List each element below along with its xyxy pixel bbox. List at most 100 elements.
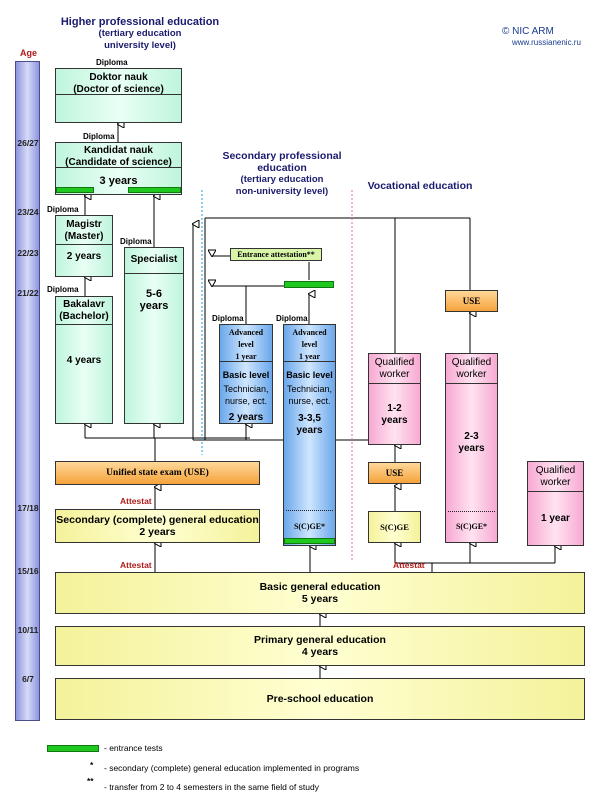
primary-general-title: Primary general education [254, 634, 386, 646]
magistr-title: Magistr [66, 219, 102, 230]
worker-label: worker [540, 477, 571, 488]
technician-label-2: nurse, ect. [288, 396, 331, 406]
qualified-worker-box-1: Qualified worker 1-2 years [368, 353, 421, 445]
kandidat-title: Kandidat nauk [84, 145, 153, 156]
entrance-attestation-box: Entrance attestation** [230, 248, 322, 261]
qw2-years-unit: years [458, 443, 485, 454]
specialist-title: Specialist [130, 254, 178, 265]
attestat-label: Attestat [120, 496, 152, 506]
entrance-test-bar [56, 187, 94, 193]
technician-label: Technician, [286, 384, 333, 394]
entrance-test-bar [284, 281, 334, 288]
secondary-general-box: Secondary (complete) general education 2… [55, 509, 260, 543]
doktor-subtitle: (Doctor of science) [73, 84, 164, 95]
basic-general-title: Basic general education [259, 581, 381, 593]
advanced-level-label: level [301, 340, 318, 349]
technician-years: 2 years [228, 412, 264, 423]
doktor-nauk-box: Doktor nauk (Doctor of science) [55, 68, 182, 123]
kandidat-subtitle: (Candidate of science) [65, 157, 172, 168]
basic-level-label: Basic level [286, 370, 333, 380]
bakalavr-title: Bakalavr [63, 299, 105, 310]
age-mark: 21/22 [17, 288, 39, 298]
use-box-vocational-top: USE [445, 290, 498, 312]
higher-sub2: university level) [104, 40, 176, 51]
age-bar [15, 61, 40, 721]
advanced-years: 1 year [235, 352, 257, 361]
diploma-label: Diploma [212, 314, 244, 323]
qualified-worker-box-2: Qualified worker 2-3 years S(C)GE* [445, 353, 498, 543]
age-mark: 26/27 [17, 138, 39, 148]
magistr-box: Magistr (Master) 2 years [55, 215, 113, 277]
basic-level-label: Basic level [222, 370, 270, 380]
higher-title: Higher professional education [60, 16, 220, 28]
advanced-label: Advanced [292, 328, 327, 337]
age-mark: 17/18 [17, 503, 39, 513]
qw1-years: 1-2 [387, 403, 402, 414]
higher-heading: Higher professional education (tertiary … [50, 16, 230, 52]
diploma-label: Diploma [83, 132, 115, 141]
qualified-label: Qualified [374, 357, 415, 368]
bakalavr-years: 4 years [66, 355, 102, 366]
age-label: Age [20, 48, 38, 58]
diploma-label: Diploma [276, 314, 308, 323]
worker-label: worker [456, 369, 487, 380]
technician-years-unit: years [296, 425, 323, 436]
qw2-years: 2-3 [464, 431, 479, 442]
scge-star-label: S(C)GE* [293, 522, 326, 531]
advanced-level-box-2: Advanced level 1 year Basic level Techni… [283, 324, 336, 546]
advanced-label: Advanced [228, 328, 264, 337]
unified-state-exam-box: Unified state exam (USE) [55, 461, 260, 485]
legend-star-symbol: * [90, 760, 94, 770]
diploma-label: Diploma [47, 205, 79, 214]
secondary-title1: Secondary professional [222, 150, 342, 162]
secondary-sub2: non-university level) [235, 186, 329, 197]
age-mark: 22/23 [17, 248, 39, 258]
diploma-label: Diploma [96, 58, 128, 67]
technician-label-2: nurse, ect. [224, 396, 268, 406]
preschool-box: Pre-school education [55, 678, 585, 720]
age-mark: 15/16 [17, 566, 39, 576]
age-mark: 10/11 [17, 625, 39, 635]
use-box-vocational: USE [368, 462, 421, 484]
specialist-years-unit: years [139, 300, 169, 312]
advanced-level-box-1: Advanced level 1 year Basic level Techni… [219, 324, 273, 424]
bakalavr-subtitle: (Bachelor) [59, 311, 109, 322]
qualified-label: Qualified [451, 357, 492, 368]
advanced-level-label: level [238, 340, 254, 349]
scge-box: S(C)GE [368, 511, 421, 543]
bakalavr-box: Bakalavr (Bachelor) 4 years [55, 296, 113, 424]
magistr-subtitle: (Master) [64, 231, 104, 242]
technician-label: Technician, [223, 384, 269, 394]
secondary-sub1: (tertiary education [240, 174, 324, 185]
attestat-label: Attestat [393, 560, 425, 570]
copyright-text: © NIC ARM [502, 26, 554, 37]
legend-star-text: - secondary (complete) general education… [104, 763, 360, 773]
attestat-label: Attestat [120, 560, 152, 570]
technician-years: 3-3,5 [298, 413, 321, 424]
doktor-title: Doktor nauk [89, 72, 148, 83]
qualified-worker-box-3: Qualified worker 1 year [527, 461, 584, 546]
higher-sub1: (tertiary education [98, 28, 182, 39]
specialist-box: Specialist 5-6 years [124, 247, 184, 424]
legend-entrance-tests: - entrance tests [104, 743, 163, 753]
secondary-title2: education [257, 162, 307, 174]
primary-general-box: Primary general education 4 years [55, 626, 585, 666]
qualified-label: Qualified [535, 465, 576, 476]
diploma-label: Diploma [47, 285, 79, 294]
magistr-years: 2 years [66, 251, 102, 262]
scge-star-label: S(C)GE* [455, 522, 488, 531]
secondary-general-title: Secondary (complete) general education [56, 514, 259, 526]
basic-general-years: 5 years [301, 593, 339, 605]
secondary-general-years: 2 years [139, 526, 176, 538]
specialist-years: 5-6 [146, 288, 162, 300]
primary-general-years: 4 years [301, 646, 339, 658]
basic-general-box: Basic general education 5 years [55, 572, 585, 614]
vocational-heading: Vocational education [367, 180, 473, 192]
kandidat-years: 3 years [99, 175, 138, 187]
age-mark: 6/7 [22, 674, 34, 684]
qw3-years: 1 year [541, 513, 570, 524]
worker-label: worker [379, 369, 410, 380]
entrance-test-bar [128, 187, 181, 193]
legend-dstar-text: - transfer from 2 to 4 semesters in the … [104, 782, 319, 792]
